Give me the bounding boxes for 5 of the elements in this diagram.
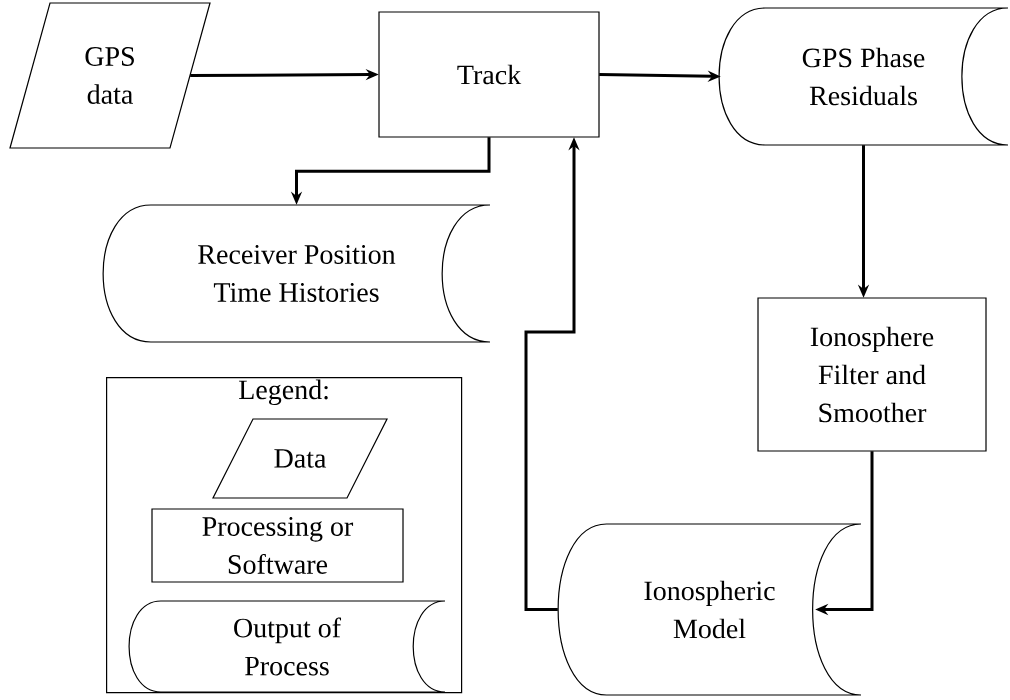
process-box: Track: [378, 11, 600, 138]
process-box: Processing or Software: [151, 508, 404, 583]
process-box: Ionosphere Filter and Smoother: [757, 297, 987, 452]
data-parallelogram: Data: [212, 418, 388, 499]
data-parallelogram: GPS data: [9, 2, 211, 149]
